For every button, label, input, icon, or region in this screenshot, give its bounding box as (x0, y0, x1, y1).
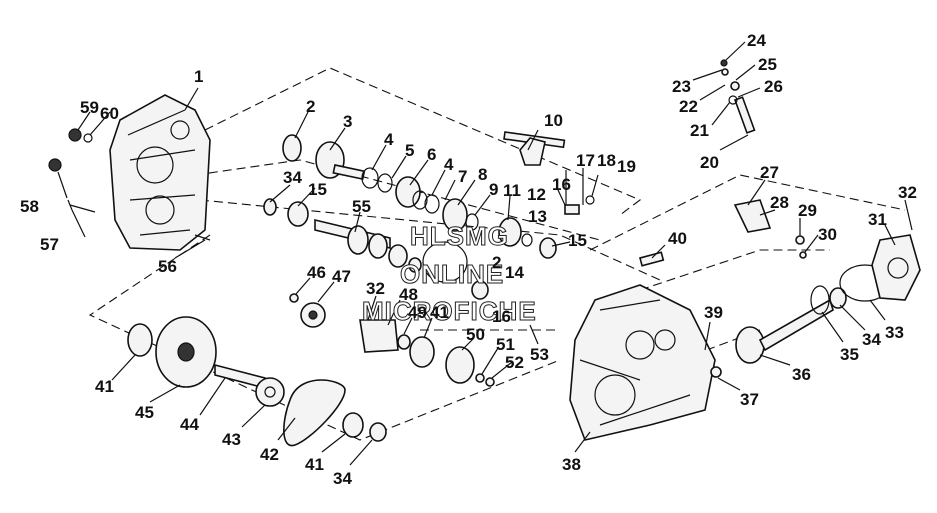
shift-fork-assembly (503, 131, 595, 215)
callout-16b: 16 (492, 307, 511, 326)
callout-15b: 15 (308, 180, 327, 199)
callout-58: 58 (20, 197, 39, 216)
callout-8: 8 (478, 165, 487, 184)
callout-30: 30 (818, 225, 837, 244)
callout-4b: 4 (444, 155, 454, 174)
callout-42: 42 (260, 445, 279, 464)
callout-13: 13 (528, 207, 547, 226)
callout-51: 51 (496, 335, 515, 354)
callout-37: 37 (740, 390, 759, 409)
callout-55: 55 (352, 197, 371, 216)
callout-4: 4 (384, 130, 394, 149)
callout-48: 48 (399, 285, 418, 304)
callout-labels: 1 2 3 4 5 6 4 7 8 9 11 12 10 17 18 19 16… (20, 31, 917, 488)
callout-2b: 2 (492, 253, 501, 272)
callout-18: 18 (597, 151, 616, 170)
callout-17: 17 (576, 151, 595, 170)
watermark: HLSMG ONLINE MICROFICHE (362, 221, 537, 327)
callout-29: 29 (798, 201, 817, 220)
right-transmission-housing (569, 59, 921, 441)
callout-23: 23 (672, 77, 691, 96)
callout-6: 6 (427, 145, 436, 164)
callout-38: 38 (562, 455, 581, 474)
middle-shaft-assembly (263, 198, 489, 300)
callout-49: 49 (408, 303, 427, 322)
callout-10: 10 (544, 111, 563, 130)
callout-56: 56 (158, 257, 177, 276)
callout-16: 16 (552, 175, 571, 194)
watermark-line-1: HLSMG (410, 221, 509, 251)
callout-32b: 32 (898, 183, 917, 202)
upper-shaft-assembly (282, 134, 557, 259)
callout-20: 20 (700, 153, 719, 172)
callout-34b: 34 (333, 469, 352, 488)
callout-41: 41 (430, 303, 449, 322)
callout-57: 57 (40, 235, 59, 254)
callout-19: 19 (617, 157, 636, 176)
callout-46: 46 (307, 263, 326, 282)
callout-34: 34 (283, 168, 302, 187)
callout-43: 43 (222, 430, 241, 449)
callout-24: 24 (747, 31, 766, 50)
callout-11: 11 (503, 181, 521, 200)
callout-14: 14 (505, 263, 524, 282)
callout-50: 50 (466, 325, 485, 344)
callout-45: 45 (135, 403, 154, 422)
callout-34c: 34 (862, 330, 881, 349)
callout-41b: 41 (95, 377, 114, 396)
callout-7: 7 (458, 167, 467, 186)
callout-60: 60 (100, 104, 119, 123)
callout-32: 32 (366, 279, 385, 298)
callout-12: 12 (527, 185, 546, 204)
callout-35: 35 (840, 345, 859, 364)
callout-41c: 41 (305, 455, 324, 474)
callout-52: 52 (505, 353, 524, 372)
watermark-line-3: MICROFICHE (362, 296, 537, 326)
callout-5: 5 (405, 141, 414, 160)
leader-lines (57, 41, 913, 466)
callout-2: 2 (306, 97, 315, 116)
callout-26: 26 (764, 77, 783, 96)
callout-1: 1 (194, 67, 203, 86)
callout-28: 28 (770, 193, 789, 212)
callout-36: 36 (792, 365, 811, 384)
callout-59: 59 (80, 98, 99, 117)
watermark-line-2: ONLINE (400, 259, 504, 289)
callout-25: 25 (758, 55, 777, 74)
left-transmission-housing (48, 94, 211, 251)
callout-21: 21 (690, 121, 709, 140)
callout-53: 53 (530, 345, 549, 364)
callout-39: 39 (704, 303, 723, 322)
callout-27: 27 (760, 163, 779, 182)
callout-31: 31 (868, 210, 887, 229)
callout-40: 40 (668, 229, 687, 248)
callout-9: 9 (489, 180, 498, 199)
callout-44: 44 (180, 415, 199, 434)
callout-22: 22 (679, 97, 698, 116)
callout-15: 15 (568, 231, 587, 250)
callout-47: 47 (332, 267, 351, 286)
callout-3: 3 (343, 112, 352, 131)
callout-33: 33 (885, 323, 904, 342)
lower-gear-assembly (127, 293, 495, 447)
